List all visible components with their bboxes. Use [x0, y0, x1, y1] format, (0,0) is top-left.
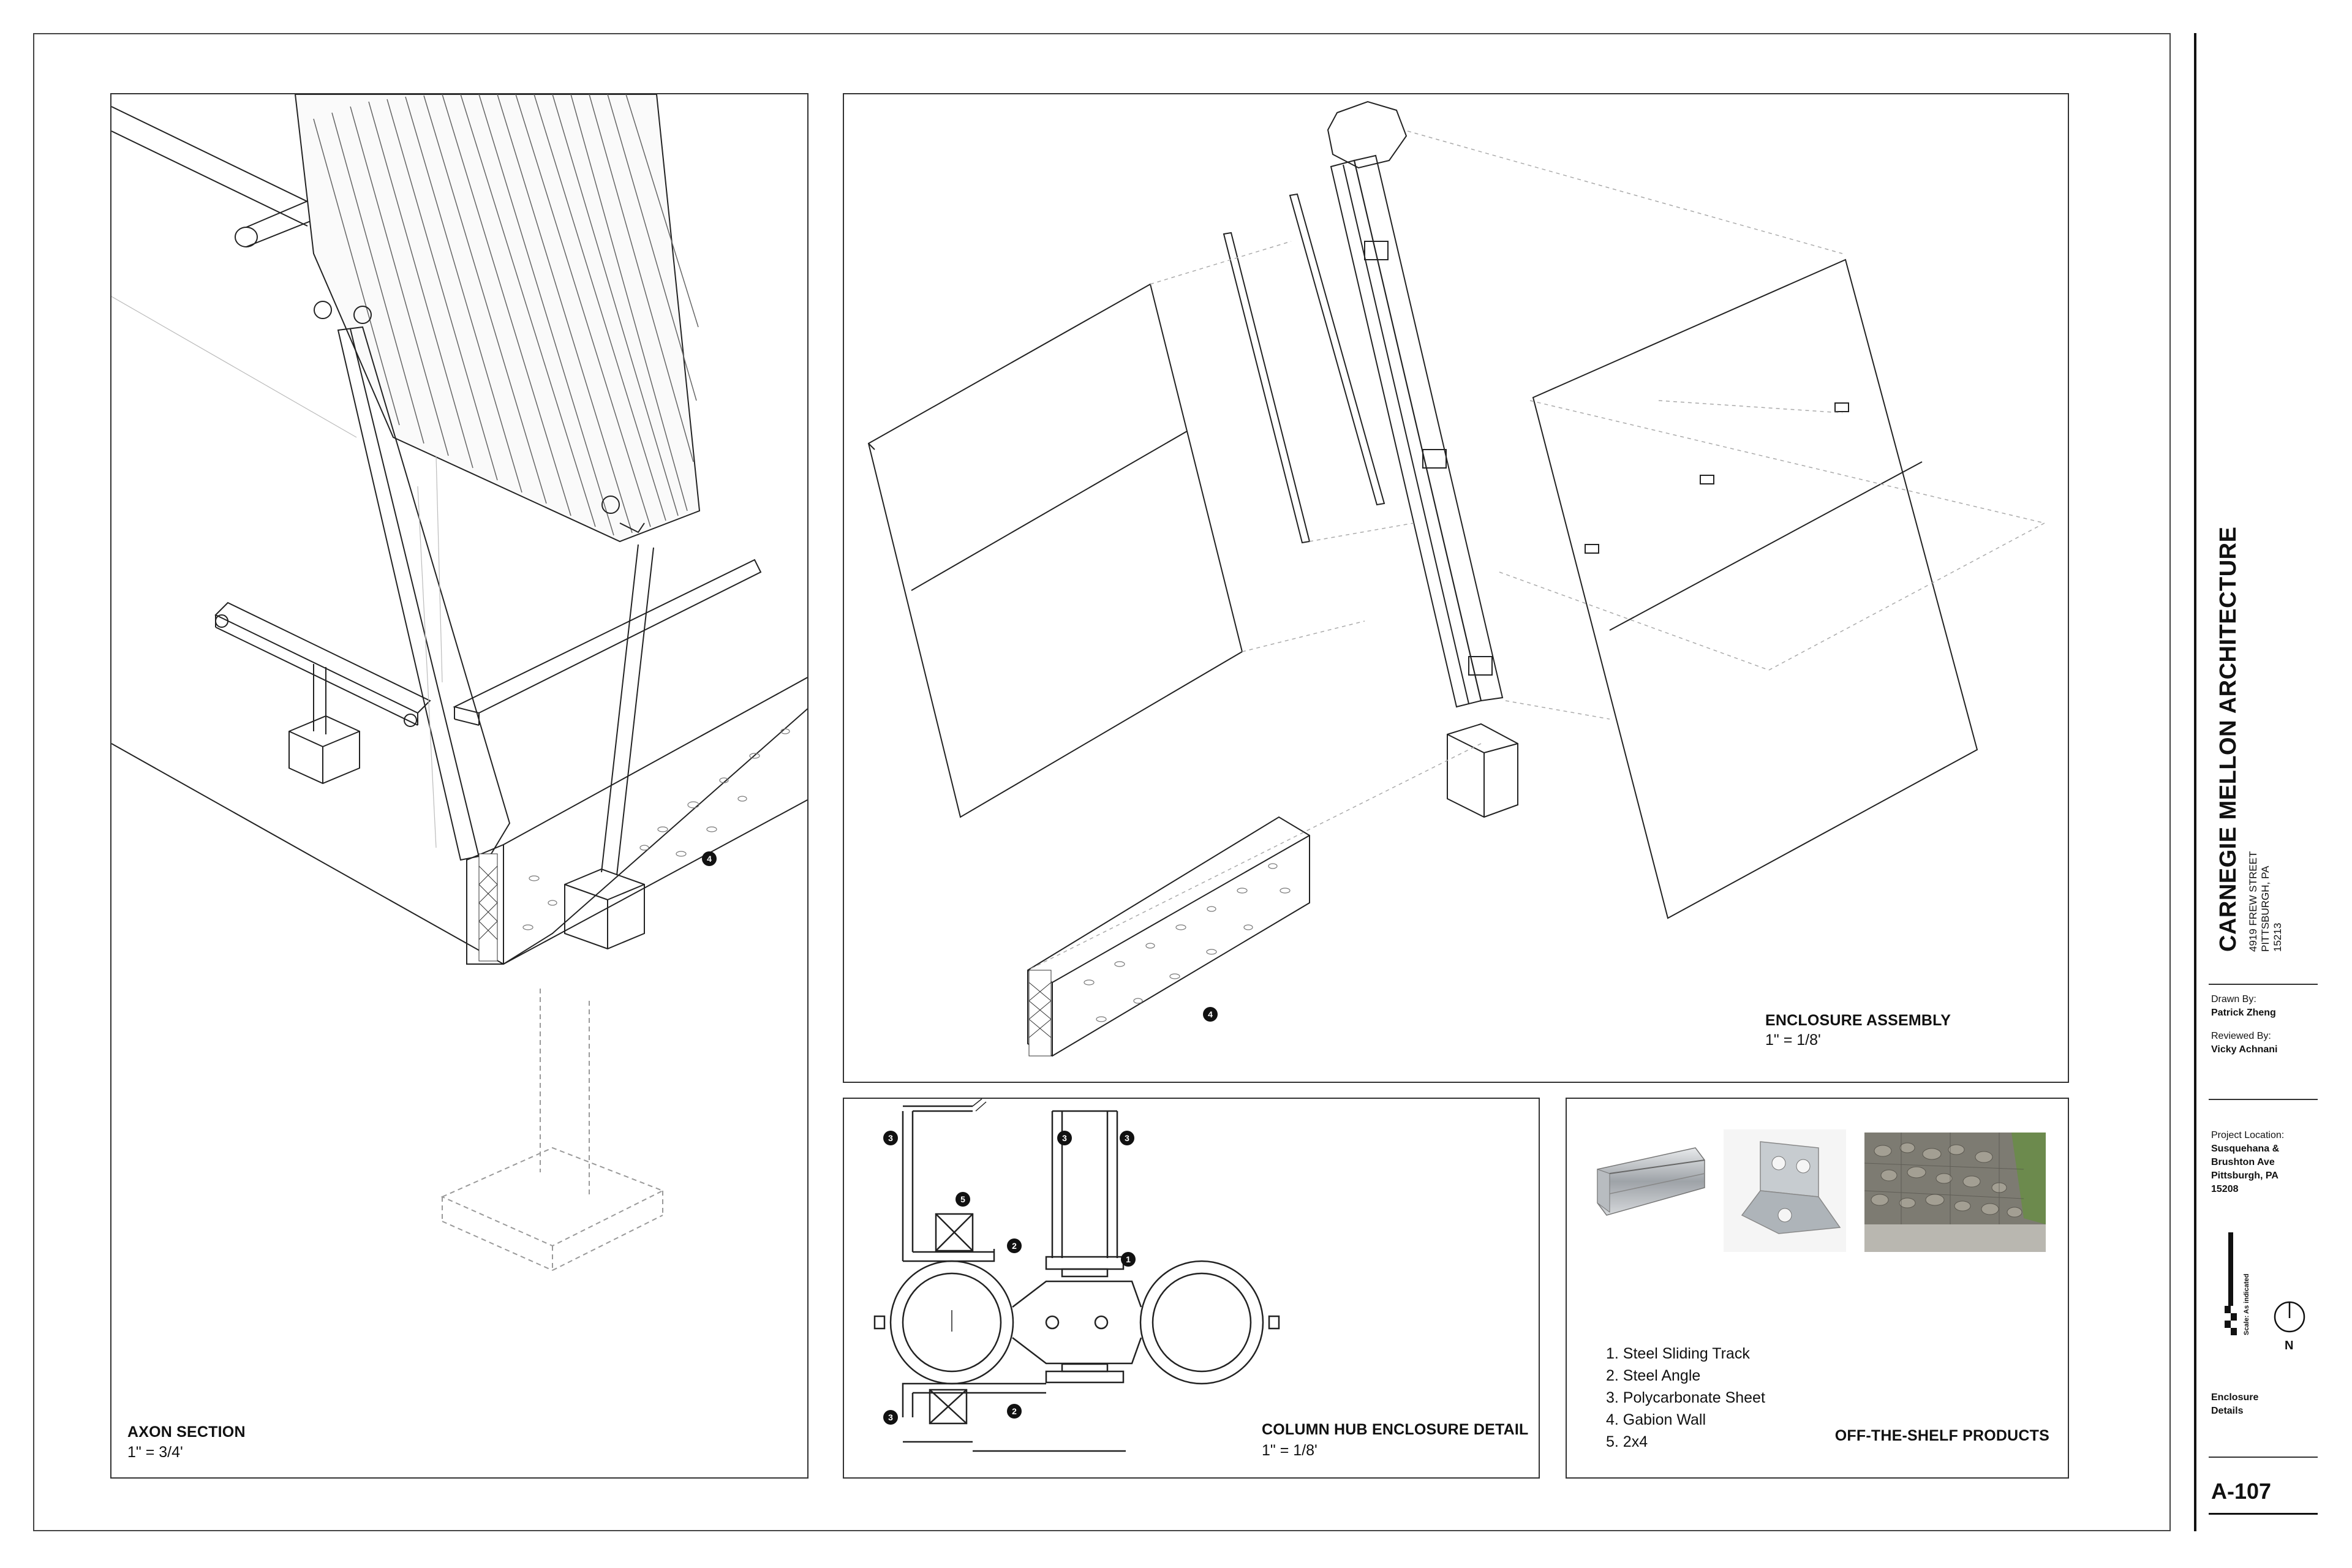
hub-callout-1: 1 [1121, 1252, 1136, 1267]
firm-address-1: 4919 FREW STREET [2247, 851, 2259, 952]
firm-name: CARNEGIE MELLON ARCHITECTURE [2215, 526, 2241, 952]
scale-note: Scale: As indicated [2243, 1273, 2250, 1335]
axon-section-title: AXON SECTION [127, 1423, 246, 1441]
north-arrow-icon [2272, 1300, 2307, 1334]
firm-address-3: 15213 [2272, 922, 2283, 952]
north-label: N [2285, 1339, 2294, 1352]
axon-section-panel: 4 AXON SECTION 1" = 3/4' [110, 93, 809, 1479]
hub-callout-2a: 2 [1007, 1238, 1022, 1253]
divider [2209, 1513, 2318, 1515]
gabion-wall-photo [1864, 1133, 2046, 1252]
axon-section-drawing [111, 94, 807, 1271]
products-legend: 1. Steel Sliding Track 2. Steel Angle 3.… [1606, 1343, 1765, 1453]
reviewed-by-name: Vicky Achnani [2211, 1044, 2278, 1055]
column-hub-panel: 3 3 3 5 2 1 3 2 COLUMN HUB ENCLOSURE DET… [843, 1098, 1540, 1479]
legend-item: 2. Steel Angle [1606, 1367, 1701, 1384]
enclosure-assembly-panel: 4 ENCLOSURE ASSEMBLY 1" = 1/8' [843, 93, 2069, 1083]
legend-item: 4. Gabion Wall [1606, 1411, 1706, 1428]
sheet-number: A-107 [2211, 1479, 2272, 1504]
location-line-1: Susquehana & [2211, 1144, 2280, 1154]
legend-item: 5. 2x4 [1606, 1433, 1648, 1450]
enclosure-assembly-drawing [867, 100, 2045, 1057]
hub-callout-2b: 2 [1007, 1404, 1022, 1419]
divider [2209, 1457, 2318, 1458]
title-block-left-rule [2194, 33, 2196, 1531]
sheet-border [33, 33, 2171, 1531]
column-hub-scale: 1" = 1/8' [1262, 1442, 1317, 1459]
divider [2209, 984, 2318, 985]
enclosure-assembly-scale: 1" = 1/8' [1765, 1031, 1821, 1049]
hub-callout-3d: 3 [883, 1410, 898, 1425]
sheet-title-2: Details [2211, 1406, 2244, 1416]
products-title: OFF-THE-SHELF PRODUCTS [1834, 1427, 2049, 1444]
hub-callout-3a: 3 [883, 1131, 898, 1145]
axon-callout-4: 4 [702, 851, 717, 866]
hub-callout-3c: 3 [1120, 1131, 1134, 1145]
legend-item: 1. Steel Sliding Track [1606, 1345, 1750, 1362]
title-block: CARNEGIE MELLON ARCHITECTURE 4919 FREW S… [2194, 33, 2323, 1531]
steel-track-photo [1585, 1136, 1708, 1227]
divider [2209, 1099, 2318, 1100]
drawn-by-label: Drawn By: [2211, 994, 2256, 1005]
drawn-by-name: Patrick Zheng [2211, 1008, 2276, 1018]
products-panel: 1. Steel Sliding Track 2. Steel Angle 3.… [1566, 1098, 2069, 1479]
column-hub-drawing [873, 1099, 1280, 1452]
steel-angle-photo [1724, 1129, 1846, 1252]
location-line-3: Pittsburgh, PA [2211, 1170, 2278, 1181]
hub-callout-5: 5 [956, 1192, 970, 1207]
assembly-callout-4: 4 [1203, 1007, 1218, 1022]
location-label: Project Location: [2211, 1130, 2285, 1140]
column-hub-title: COLUMN HUB ENCLOSURE DETAIL [1262, 1421, 1529, 1438]
enclosure-assembly-title: ENCLOSURE ASSEMBLY [1765, 1012, 1951, 1029]
firm-address-2: PITTSBURGH, PA [2260, 865, 2271, 952]
scale-bar [2222, 1232, 2241, 1336]
sheet-title-1: Enclosure [2211, 1392, 2259, 1403]
axon-section-scale: 1" = 3/4' [127, 1444, 183, 1461]
legend-item: 3. Polycarbonate Sheet [1606, 1389, 1765, 1406]
location-line-2: Brushton Ave [2211, 1157, 2275, 1167]
hub-callout-3b: 3 [1057, 1131, 1072, 1145]
location-line-4: 15208 [2211, 1184, 2239, 1194]
reviewed-by-label: Reviewed By: [2211, 1031, 2271, 1041]
